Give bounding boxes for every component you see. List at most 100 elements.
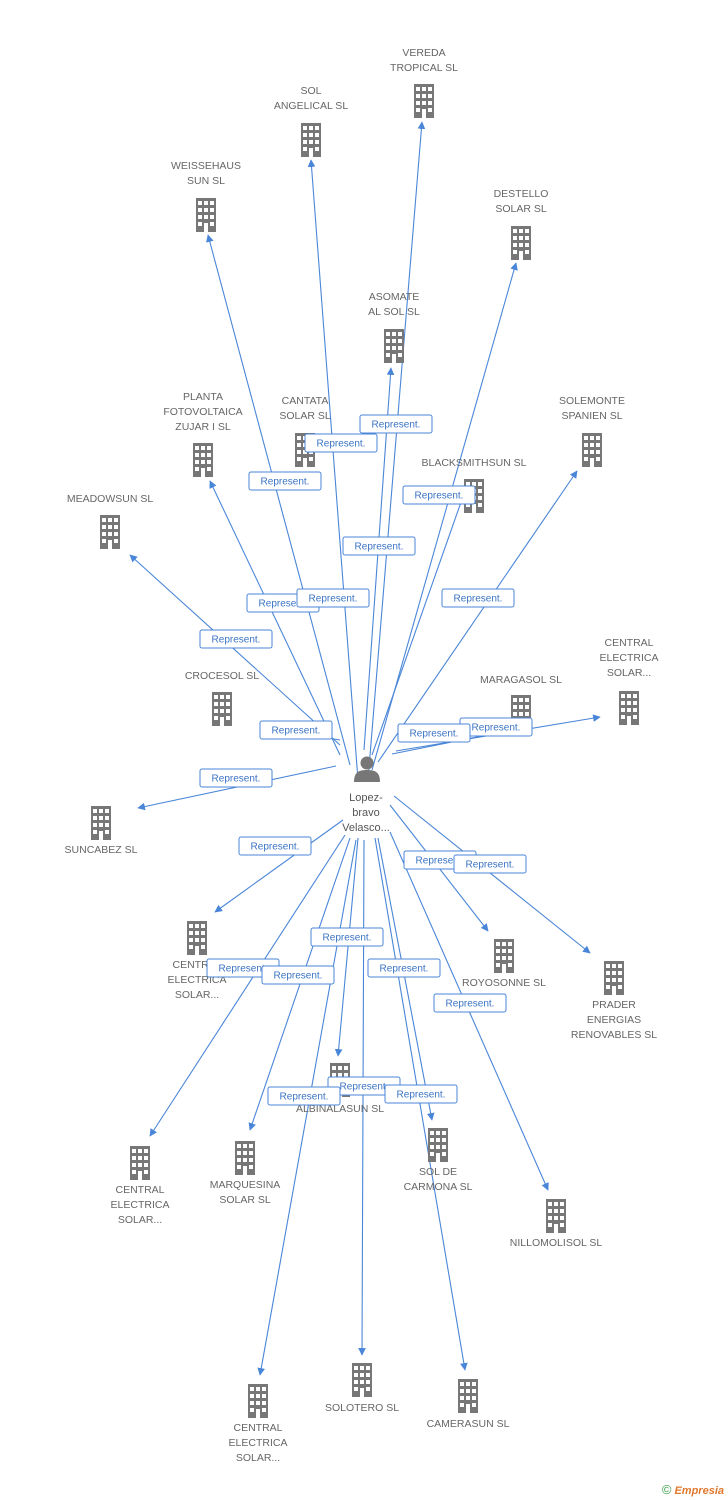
edge-label-albinalasun-sl[interactable]: Represent. (327, 1076, 401, 1096)
edge-label-text: Represent. (355, 542, 404, 553)
edge-label-text: Represent. (219, 964, 268, 975)
edge-meadowsun-sl (129, 554, 341, 746)
company-node-albinalasun-sl[interactable]: ALBINALASUN SL (296, 1063, 384, 1115)
copyright-icon: © (661, 1482, 672, 1497)
company-node-maragasol-sl[interactable]: MARAGASOL SL (480, 674, 562, 729)
edge-label-text: Represent. (272, 726, 321, 737)
edge-label-solotero-sl[interactable]: Represent. (261, 965, 335, 985)
company-label-line: ELECTRICA (229, 1437, 288, 1449)
company-label-line: ELECTRICA (600, 652, 659, 664)
company-label-line: CENTRAL (233, 1422, 282, 1434)
edge-label-text: Represent. (340, 1082, 389, 1093)
center-label-line-1: Lopez- (349, 792, 383, 804)
edge-label-prader-energias-renovables-sl[interactable]: Represent. (453, 854, 527, 874)
edge-label-nillomolisol-sl[interactable]: Represent. (433, 993, 507, 1013)
edge-label-suncabez-sl[interactable]: Represent. (199, 768, 273, 788)
company-label-line: ENERGIAS (587, 1014, 641, 1026)
company-label-line: MARQUESINA (210, 1179, 281, 1191)
edge-label-maragasol-sl[interactable]: Represent. (397, 723, 471, 743)
edge-label-central-electrica-solar-1[interactable]: Represent. (459, 717, 533, 737)
company-node-weissehaus-sun-sl[interactable]: WEISSEHAUS SUN SL (171, 160, 241, 232)
edge-label-text: Represent. (251, 842, 300, 853)
company-label-line: BLACKSMITHSUN SL (421, 457, 526, 469)
company-label-line: PLANTA (183, 391, 223, 403)
company-label-line: SUN SL (187, 175, 225, 187)
building-icon (428, 1128, 448, 1162)
building-icon (187, 921, 207, 955)
edge-label-blacksmithsun-sl[interactable]: Represent. (402, 485, 476, 505)
company-label-line: CENTRAL (115, 1184, 164, 1196)
edge-label-marquesina-solar-sl[interactable]: Represent. (310, 927, 384, 947)
edge-label-text: Represent. (212, 774, 261, 785)
center-person-node[interactable]: Lopez- bravo Velasco... (342, 756, 390, 835)
company-node-nillomolisol-sl[interactable]: NILLOMOLISOL SL (510, 1199, 603, 1249)
company-node-central-electrica-solar-4[interactable]: CENTRALELECTRICASOLAR... (229, 1384, 288, 1464)
edge-prader-energias-renovables-sl (393, 795, 591, 954)
edge-label-solemonte-spanien-sl[interactable]: Represent. (441, 588, 515, 608)
edge-label-cantata-solar-sl[interactable]: Represent. (296, 588, 370, 608)
company-node-crocesol-sl[interactable]: CROCESOL SL (185, 670, 259, 726)
company-label-line: SOLAR SL (495, 203, 547, 215)
company-node-central-electrica-solar-1[interactable]: CENTRALELECTRICASOLAR... (600, 637, 659, 725)
edge-sol-de-carmona-sl (377, 837, 435, 1121)
edge-label-asomate-al-sol-sl[interactable]: Represent. (359, 414, 433, 434)
company-node-destello-solar-sl[interactable]: DESTELLO SOLAR SL (494, 188, 549, 260)
company-label-line: ANGELICAL SL (274, 100, 348, 112)
company-node-blacksmithsun-sl[interactable]: BLACKSMITHSUN SL (421, 457, 527, 513)
edge-vereda-tropical-sl (367, 121, 426, 781)
company-label-line: TROPICAL SL (390, 62, 458, 74)
company-label-line: CENTRAL (604, 637, 653, 649)
edge-label-sol-de-carmona-sl[interactable]: Represent. (367, 958, 441, 978)
edge-label-text: Represent. (454, 594, 503, 605)
edge-label-weissehaus-sun-sl[interactable]: Represent. (248, 471, 322, 491)
edge-label-central-electrica-solar-4[interactable]: Represent. (267, 1086, 341, 1106)
building-icon (91, 806, 111, 840)
edge-solotero-sl (358, 839, 366, 1356)
edge-sol-angelical-sl (307, 159, 359, 781)
edge-label-meadowsun-sl[interactable]: Represent. (199, 629, 273, 649)
company-node-suncabez-sl[interactable]: SUNCABEZ SL (65, 806, 138, 856)
company-label-line: CROCESOL SL (185, 670, 259, 682)
edge-label-text: Represent. (472, 723, 521, 734)
company-node-camerasun-sl[interactable]: CAMERASUN SL (427, 1379, 510, 1430)
edge-label-text: Represent. (274, 971, 323, 982)
company-label-line: DESTELLO (494, 188, 549, 200)
edge-label-camerasun-sl[interactable]: Represent. (384, 1084, 458, 1104)
company-label-line: SOLEMONTE (559, 395, 625, 407)
company-label-line: WEISSEHAUS (171, 160, 241, 172)
edge-label-destello-solar-sl[interactable]: Represent. (342, 536, 416, 556)
company-label-line: ZUJAR I SL (175, 421, 231, 433)
building-icon (494, 939, 514, 973)
edge-solemonte-spanien-sl (377, 470, 578, 763)
edge-label-text: Represent. (415, 491, 464, 502)
edge-label-text: Represent. (323, 933, 372, 944)
company-node-solotero-sl[interactable]: SOLOTERO SL (325, 1363, 399, 1414)
company-label-line: NILLOMOLISOL SL (510, 1237, 603, 1249)
company-label-line: PRADER (592, 999, 636, 1011)
brand-logo[interactable]: Empresia (674, 1485, 724, 1497)
edge-label-text: Represent. (261, 477, 310, 488)
edge-label-text: Represent. (446, 999, 495, 1010)
edge-label-central-electrica-solar-2[interactable]: Represent. (238, 836, 312, 856)
company-label-line: CAMERASUN SL (427, 1418, 510, 1430)
company-node-central-electrica-solar-3[interactable]: CENTRALELECTRICASOLAR... (111, 1146, 170, 1226)
edge-label-text: Represent. (259, 599, 308, 610)
person-icon (354, 756, 380, 782)
edge-label-crocesol-sl[interactable]: Represent. (259, 720, 333, 740)
company-label-line: ROYOSONNE SL (462, 977, 546, 989)
company-node-meadowsun-sl[interactable]: MEADOWSUN SL (67, 493, 154, 549)
building-icon (458, 1379, 478, 1413)
edge-label-sol-angelical-sl[interactable]: Represent. (304, 433, 378, 453)
company-node-royosonne-sl[interactable]: ROYOSONNE SL (462, 939, 546, 989)
building-icon (352, 1363, 372, 1397)
